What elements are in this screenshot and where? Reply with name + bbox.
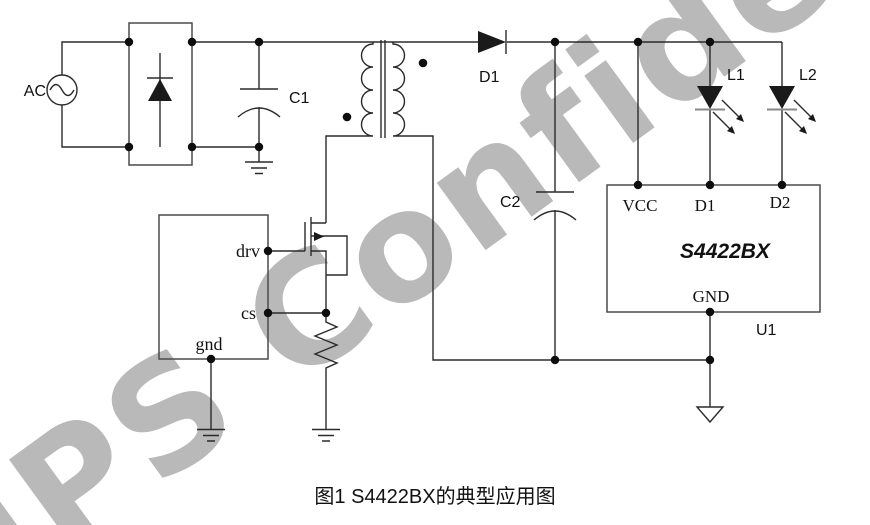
u1-label: U1 xyxy=(756,322,777,339)
capacitor-c2: C2 xyxy=(500,42,577,360)
c1-ground-icon xyxy=(245,147,273,175)
junction-dots xyxy=(124,37,787,365)
sine-wave-icon xyxy=(49,83,75,97)
secondary-winding xyxy=(392,42,710,361)
pin-drv: drv xyxy=(236,241,260,261)
c1-label: C1 xyxy=(289,90,310,107)
controller-ground-icon xyxy=(197,428,225,442)
pin-cs: cs xyxy=(241,303,256,323)
sense-resistor xyxy=(312,313,340,442)
c1-symbol xyxy=(237,42,281,147)
ic-part-number: S4422BX xyxy=(680,240,772,263)
ic-s4422bx: VCC D1 D2 S4422BX GND U1 xyxy=(606,184,821,424)
c2-label: C2 xyxy=(500,194,521,211)
capacitor-c1: C1 xyxy=(237,42,310,175)
l1-light-arrows xyxy=(712,99,743,133)
l1-led-icon xyxy=(697,86,723,109)
resistor-icon xyxy=(313,313,339,429)
mosfet xyxy=(304,217,348,313)
primary-winding xyxy=(325,42,374,223)
rectifier-diode-icon xyxy=(148,79,172,101)
l2-label: L2 xyxy=(799,67,817,84)
l1-arrowhead xyxy=(736,114,744,122)
d1-diode-icon xyxy=(478,31,506,53)
figure-caption: 图1 S4422BX的典型应用图 xyxy=(314,486,556,508)
mosfet-arrow-icon xyxy=(314,232,324,241)
ac-wires xyxy=(61,41,129,148)
bridge-rectifier xyxy=(128,22,193,166)
primary-phase-dot xyxy=(342,112,352,122)
l2-arrowhead xyxy=(808,114,816,122)
d1-label: D1 xyxy=(479,69,500,86)
ic-pin-d1: D1 xyxy=(695,196,716,215)
ic-pin-d2: D2 xyxy=(770,193,791,212)
pin-gnd: gnd xyxy=(196,334,223,354)
transformer xyxy=(325,40,710,361)
secondary-phase-dot xyxy=(418,58,428,68)
ac-label: AC xyxy=(24,83,46,100)
rectifier-box xyxy=(128,22,193,166)
l1-label: L1 xyxy=(727,67,745,84)
c2-symbol xyxy=(533,42,577,360)
core-lines xyxy=(380,40,386,138)
l2-light-arrows xyxy=(784,99,815,133)
ic-pin-gnd: GND xyxy=(693,287,730,306)
dc-rails xyxy=(192,41,782,148)
l2-arrowhead xyxy=(799,126,807,134)
controller-block: drv cs gnd xyxy=(158,214,326,442)
ac-source: AC xyxy=(24,41,129,148)
led-l1: L1 xyxy=(695,42,745,185)
resistor-ground-icon xyxy=(312,428,340,442)
mosfet-leads xyxy=(311,222,348,313)
l1-arrowhead xyxy=(727,126,735,134)
ic-pin-vcc: VCC xyxy=(623,196,658,215)
signal-ground-icon xyxy=(695,406,725,424)
l2-led-icon xyxy=(769,86,795,109)
diode-d1: D1 xyxy=(478,30,507,86)
controller-leads xyxy=(210,250,326,429)
led-l2: L2 xyxy=(767,42,817,185)
